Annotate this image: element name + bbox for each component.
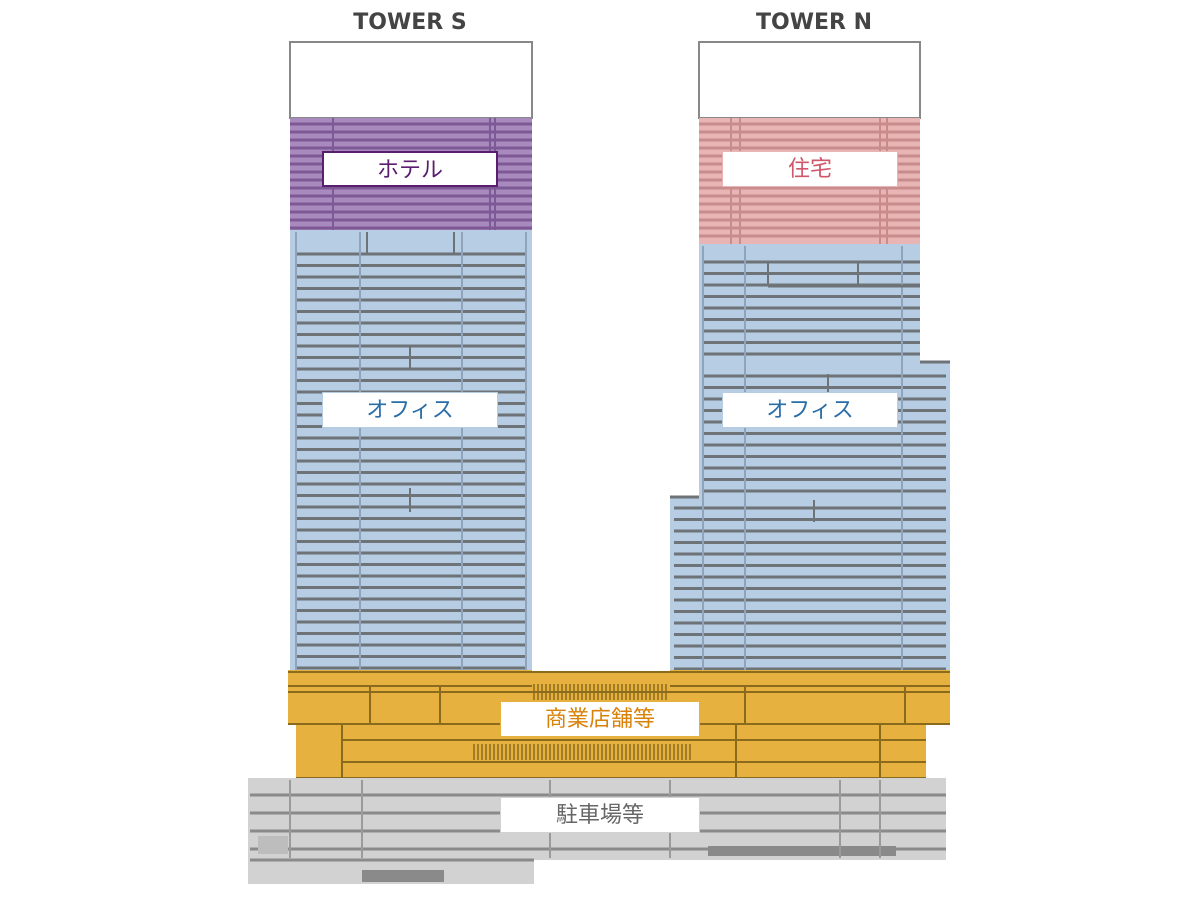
residence-label: 住宅	[722, 151, 898, 187]
office-n-label: オフィス	[722, 392, 898, 428]
tower-n-title: TOWER N	[755, 10, 872, 35]
office-zone-tower-n	[670, 244, 950, 672]
parking-panel	[362, 870, 444, 882]
office-s-label: オフィス	[322, 392, 498, 428]
parking-panel	[708, 846, 896, 856]
tower-s-title: TOWER S	[353, 10, 467, 35]
office-zone-tower-s	[290, 230, 532, 672]
retail-label: 商業店舗等	[500, 701, 700, 737]
parking-panel	[258, 836, 288, 854]
tower-n-crown	[698, 41, 921, 119]
parking-label: 駐車場等	[500, 797, 700, 833]
tower-s-crown	[289, 41, 533, 119]
hotel-label: ホテル	[322, 151, 498, 187]
